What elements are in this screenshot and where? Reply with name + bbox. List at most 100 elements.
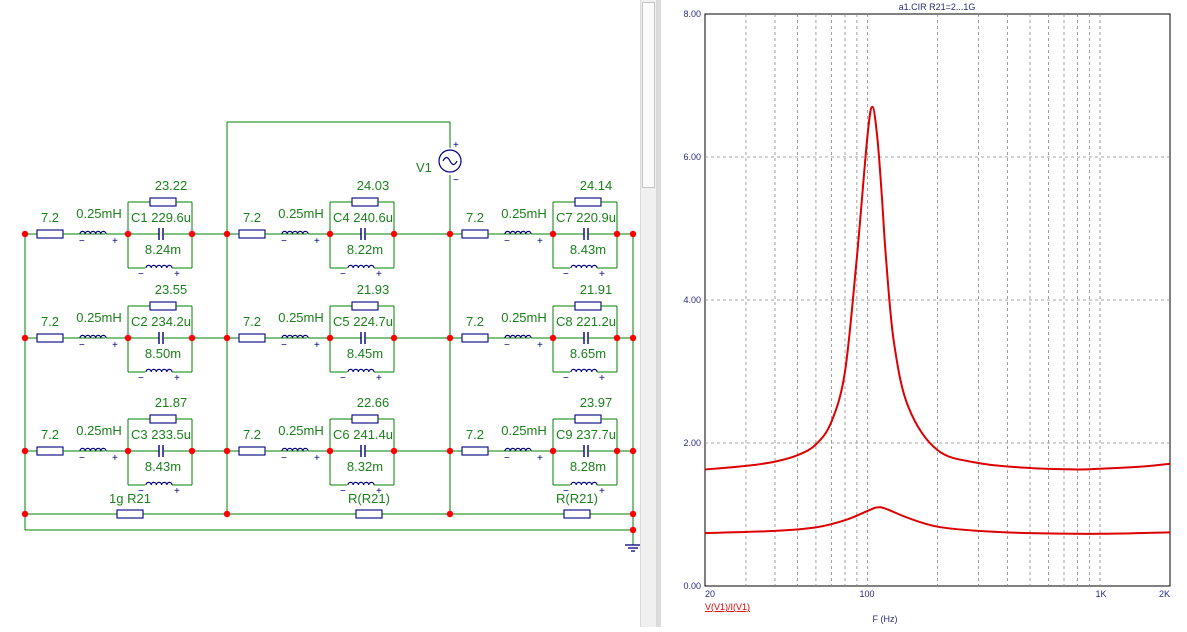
plot-title: a1.CIR R21=2...1G xyxy=(899,2,976,12)
resistor xyxy=(574,197,602,207)
series-resistor-label: 7.2 xyxy=(41,210,59,225)
y-tick-label: 0.00 xyxy=(683,581,701,591)
polarity-mark: + xyxy=(314,340,320,351)
series-inductor-label: 0.25mH xyxy=(278,310,324,325)
schematic-scrollbar[interactable] xyxy=(640,0,657,627)
polarity-mark: − xyxy=(281,453,287,464)
parallel-inductor-label: 8.43m xyxy=(570,242,606,257)
bottom-resistor-label: R(R21) xyxy=(556,491,598,506)
parallel-inductor-label: 8.50m xyxy=(145,346,181,361)
junction-node xyxy=(21,447,29,455)
resistor xyxy=(36,446,64,456)
junction-node xyxy=(21,230,29,238)
polarity-mark: − xyxy=(340,486,346,497)
inductor xyxy=(570,481,598,486)
scrollbar-thumb[interactable] xyxy=(642,2,655,188)
junction-node xyxy=(613,334,621,342)
inductor xyxy=(347,481,375,486)
polarity-mark: + xyxy=(112,236,118,247)
series-resistor-label: 7.2 xyxy=(41,314,59,329)
parallel-resistor-label: 23.55 xyxy=(155,282,188,297)
series-line-2 xyxy=(704,506,1171,535)
resistor xyxy=(563,509,591,519)
capacitor-label: C9 237.7u xyxy=(556,427,616,442)
junction-node xyxy=(21,510,29,518)
parallel-resistor-label: 22.66 xyxy=(357,395,390,410)
parallel-resistor-label: 21.93 xyxy=(357,282,390,297)
junction-node xyxy=(549,447,557,455)
resistor xyxy=(355,509,383,519)
polarity-mark: + xyxy=(599,373,605,384)
polarity-mark: + xyxy=(599,269,605,280)
polarity-mark: − xyxy=(453,175,459,186)
y-expression-label[interactable]: V(V1)/I(V1) xyxy=(705,602,750,612)
polarity-mark: + xyxy=(112,340,118,351)
inductor xyxy=(504,334,532,339)
resistor xyxy=(574,414,602,424)
junction-node xyxy=(629,230,637,238)
series-inductor-label: 0.25mH xyxy=(76,206,122,221)
capacitor-label: C3 233.5u xyxy=(131,427,191,442)
resistor xyxy=(238,446,266,456)
capacitor-label: C5 224.7u xyxy=(333,314,393,329)
resistor xyxy=(461,333,489,343)
junction-node xyxy=(124,447,132,455)
junction-node xyxy=(188,334,196,342)
series-resistor-label: 7.2 xyxy=(466,427,484,442)
parallel-resistor-label: 23.22 xyxy=(155,178,188,193)
plot-curves xyxy=(704,105,1171,535)
polarity-mark: + xyxy=(314,236,320,247)
junction-node xyxy=(629,526,637,534)
inductor xyxy=(79,334,107,339)
polarity-mark: − xyxy=(281,236,287,247)
splitter[interactable] xyxy=(657,0,661,627)
polarity-mark: + xyxy=(174,373,180,384)
junction-node xyxy=(390,334,398,342)
polarity-mark: + xyxy=(453,140,459,151)
bottom-resistor-label: R(R21) xyxy=(348,491,390,506)
junction-node xyxy=(613,447,621,455)
junction-node xyxy=(446,230,454,238)
series-inductor-label: 0.25mH xyxy=(76,310,122,325)
inductor xyxy=(281,447,309,452)
plot-grid xyxy=(705,14,1170,586)
junction-node xyxy=(223,334,231,342)
junction-node xyxy=(223,510,231,518)
resistor xyxy=(461,229,489,239)
junction-node xyxy=(188,230,196,238)
polarity-mark: − xyxy=(79,236,85,247)
parallel-resistor-label: 24.03 xyxy=(357,178,390,193)
parallel-inductor-label: 8.43m xyxy=(145,459,181,474)
junction-node xyxy=(326,447,334,455)
inductor xyxy=(145,368,173,373)
parallel-inductor-label: 8.28m xyxy=(570,459,606,474)
analysis-plot[interactable]: a1.CIR R21=2...1G 8.00 6.00 4.00 2.00 0.… xyxy=(661,0,1187,627)
y-tick-label: 6.00 xyxy=(683,152,701,162)
series-resistor-label: 7.2 xyxy=(243,314,261,329)
polarity-mark: − xyxy=(563,269,569,280)
capacitor-label: C6 241.4u xyxy=(333,427,393,442)
series-inductor-label: 0.25mH xyxy=(76,423,122,438)
resistor xyxy=(574,301,602,311)
junction-node xyxy=(326,230,334,238)
resistor xyxy=(351,197,379,207)
capacitor-label: C4 240.6u xyxy=(333,210,393,225)
polarity-mark: − xyxy=(138,269,144,280)
parallel-resistor-label: 24.14 xyxy=(580,178,613,193)
polarity-mark: − xyxy=(138,486,144,497)
polarity-mark: + xyxy=(599,486,605,497)
junction-node xyxy=(446,447,454,455)
junction-node xyxy=(326,334,334,342)
inductor xyxy=(504,230,532,235)
junction-node xyxy=(21,334,29,342)
x-tick-label: 1K xyxy=(1095,589,1106,599)
capacitor-label: C1 229.6u xyxy=(131,210,191,225)
inductor xyxy=(145,481,173,486)
junction-node xyxy=(629,447,637,455)
inductor xyxy=(145,264,173,269)
series-inductor-label: 0.25mH xyxy=(501,423,547,438)
capacitor-label: C2 234.2u xyxy=(131,314,191,329)
resistor xyxy=(36,333,64,343)
y-tick-label: 4.00 xyxy=(683,295,701,305)
